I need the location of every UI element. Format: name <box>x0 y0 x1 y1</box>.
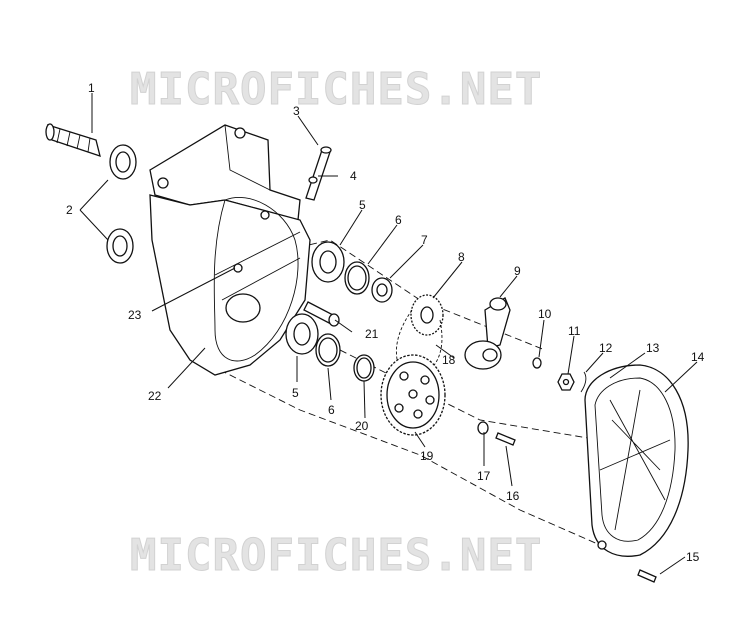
callout-17: 17 <box>477 469 491 483</box>
callout-labels: 1 2 3 4 5 5 6 6 7 8 9 10 11 12 13 14 15 … <box>66 81 705 564</box>
watermark-top: MICROFICHES.NET <box>130 64 542 115</box>
callout-6-upper: 6 <box>395 213 402 227</box>
part-chaincase-cover <box>584 364 689 557</box>
part-shaft <box>45 123 101 157</box>
callout-1: 1 <box>88 81 95 95</box>
part-washer-17 <box>477 421 489 435</box>
callout-11: 11 <box>568 324 581 338</box>
part-snap-ring-20 <box>353 354 375 382</box>
part-seal-upper <box>109 144 137 180</box>
callout-5-lower: 5 <box>292 386 299 400</box>
callout-2: 2 <box>66 203 73 217</box>
part-bolt-16 <box>495 432 516 446</box>
part-housing-bracket <box>149 124 301 221</box>
callout-14: 14 <box>691 350 705 364</box>
callout-3: 3 <box>293 104 300 118</box>
part-chaincase-housing <box>149 194 311 376</box>
part-washer-4 <box>308 176 318 184</box>
part-chain <box>395 309 443 371</box>
part-sprocket-lower <box>380 354 446 436</box>
callout-21: 21 <box>365 327 379 341</box>
part-spacer-7 <box>371 277 393 303</box>
callout-15: 15 <box>686 550 700 564</box>
part-bolt-21 <box>303 301 340 327</box>
part-bearing-upper <box>311 241 345 283</box>
callout-6-lower: 6 <box>328 403 335 417</box>
part-oring-lower <box>315 333 341 367</box>
callout-4: 4 <box>350 169 357 183</box>
part-cotter-pin-12 <box>580 371 587 393</box>
callout-10: 10 <box>538 307 552 321</box>
part-nut-11 <box>557 373 575 391</box>
part-bolt-15 <box>637 569 657 583</box>
callout-13: 13 <box>646 341 660 355</box>
callout-22: 22 <box>148 389 162 403</box>
callout-23: 23 <box>128 308 142 322</box>
part-bearing-lower <box>285 313 319 355</box>
part-sprocket-upper <box>410 294 444 336</box>
callout-20: 20 <box>355 419 369 433</box>
callout-5-upper: 5 <box>359 198 366 212</box>
watermark-bottom: MICROFICHES.NET <box>130 530 542 581</box>
part-washer-10 <box>532 357 542 369</box>
callout-12: 12 <box>599 341 613 355</box>
callout-19: 19 <box>420 449 434 463</box>
leader-lines <box>79 93 698 575</box>
part-bolt-3 <box>305 146 332 201</box>
callout-7: 7 <box>421 233 428 247</box>
callout-9: 9 <box>514 264 521 278</box>
callout-16: 16 <box>506 489 520 503</box>
part-oring-upper <box>344 261 370 295</box>
callout-8: 8 <box>458 250 465 264</box>
part-tensioner-arm <box>464 297 511 370</box>
part-seal-lower <box>106 228 134 264</box>
callout-18: 18 <box>442 353 456 367</box>
